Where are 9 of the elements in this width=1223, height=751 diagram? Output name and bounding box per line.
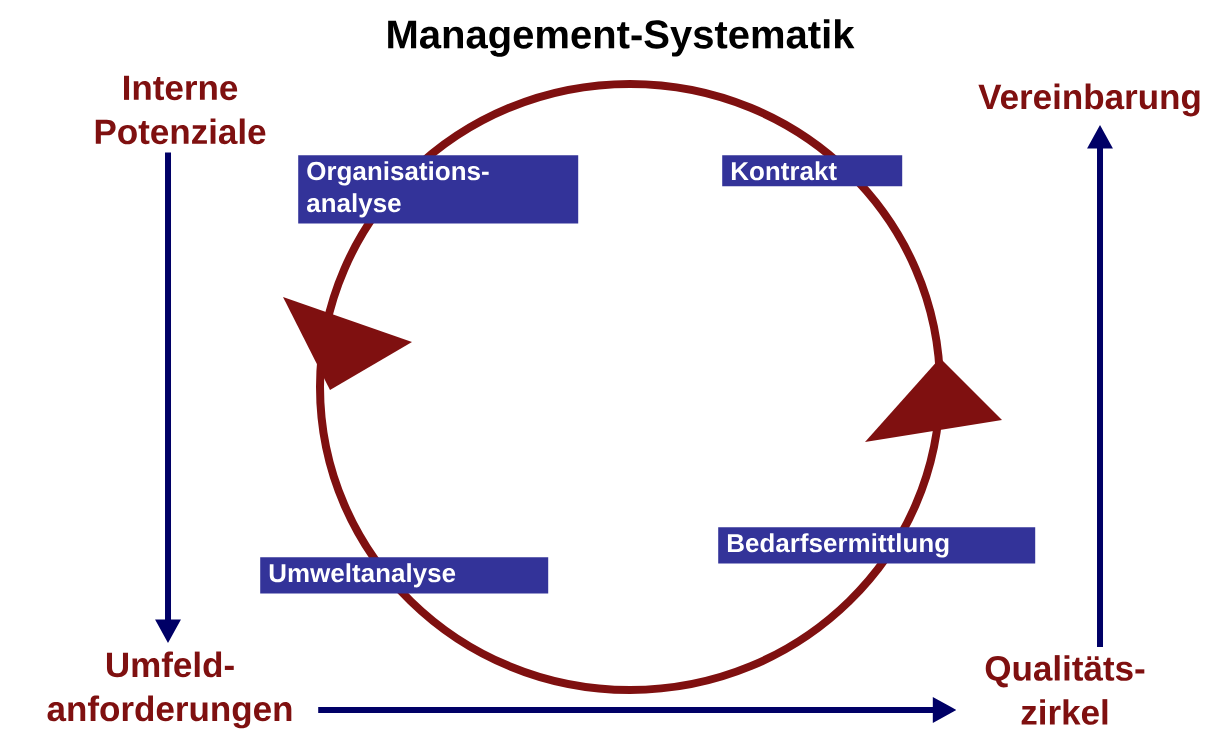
stage-label: Vereinbarung <box>978 83 1200 117</box>
stage-label: Qualitäts- zirkel <box>985 655 1145 725</box>
label-box: Organisations- analyse <box>298 155 579 224</box>
label-box: Umweltanalyse <box>260 557 549 594</box>
stage-label: Interne Potenziale <box>95 75 266 145</box>
label-box: Kontrakt <box>722 155 903 187</box>
label-box: Bedarfsermittlung <box>718 527 1036 564</box>
stage-label: Umfeld- anforderungen <box>47 651 292 729</box>
title: Management-Systematik <box>388 19 855 57</box>
